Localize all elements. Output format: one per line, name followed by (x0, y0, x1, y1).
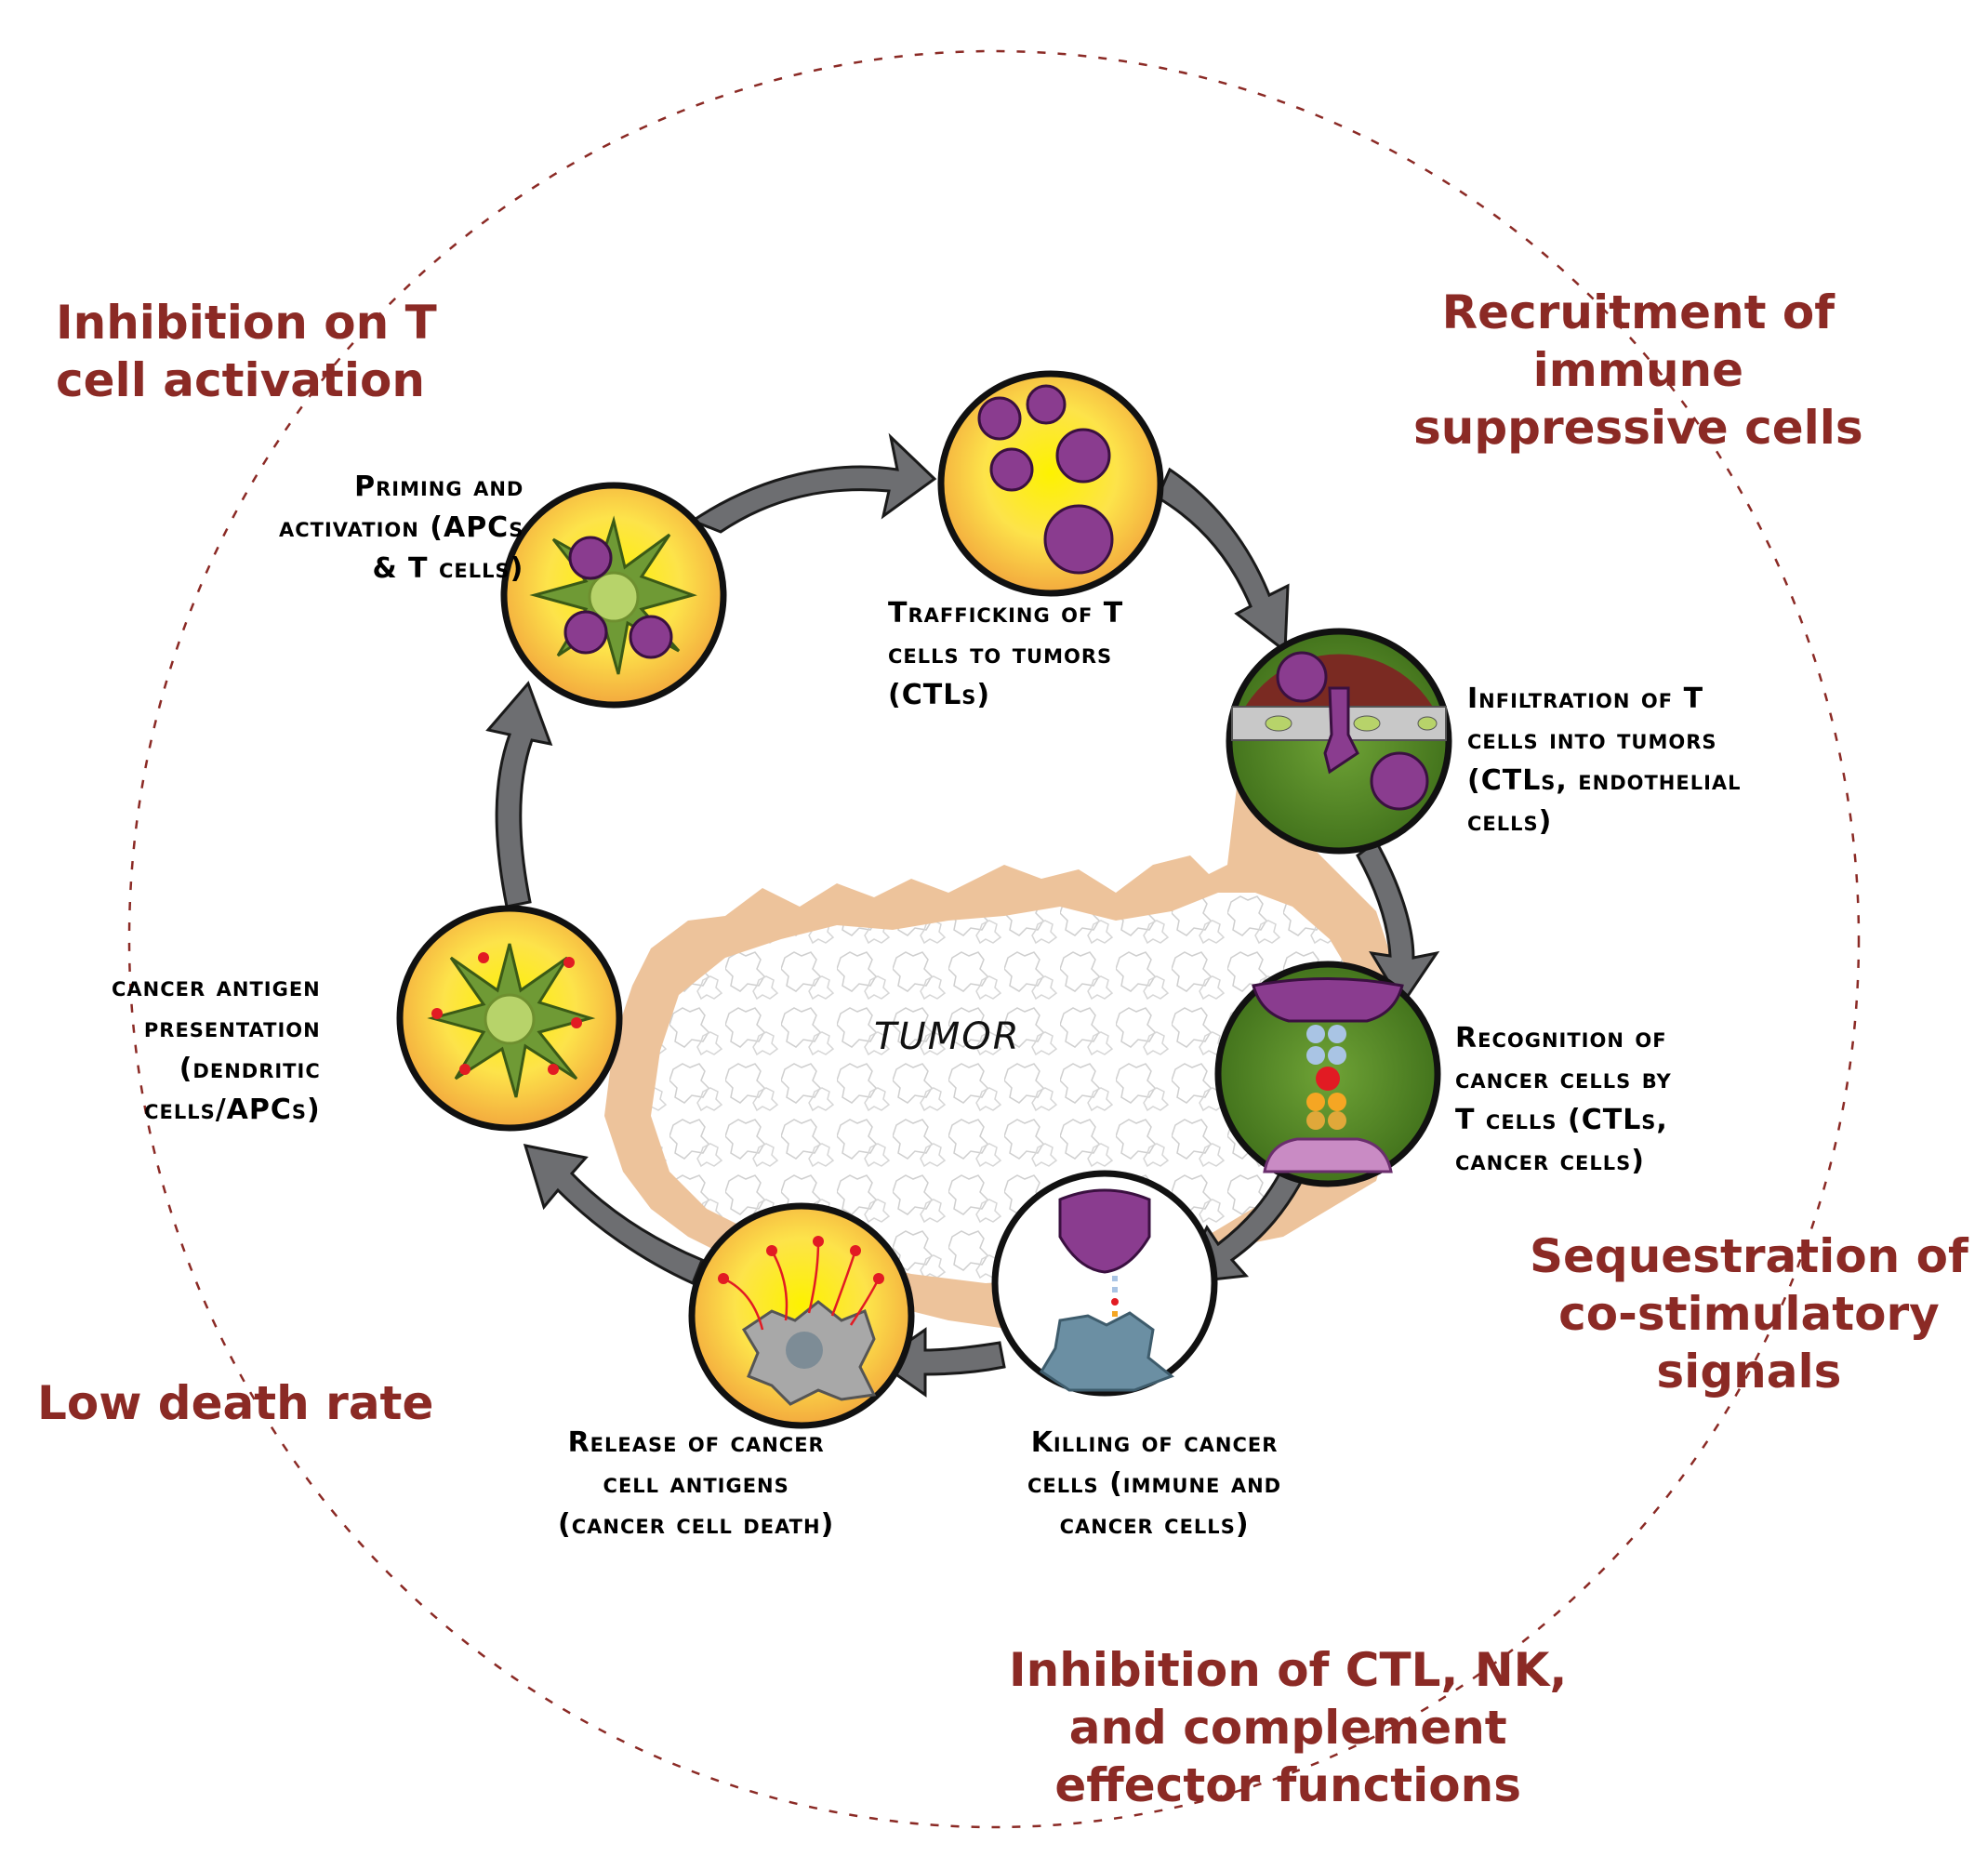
arrow-trafficking-to-infiltration (1156, 467, 1290, 654)
inhibition-t-cell-activation: Inhibition on T cell activation (56, 294, 437, 409)
step-label-line: cells to tumors (888, 638, 1113, 670)
inhibition-line: Sequestration of (1530, 1229, 1968, 1283)
inhibition-co-stimulatory-signals: Sequestration of co-stimulatory signals (1530, 1227, 1968, 1400)
inhibition-immune-suppressive-cells: Recruitment of immune suppressive cells (1413, 284, 1863, 457)
presentation-circle (396, 905, 623, 1132)
step-label-recognition: Recognition of cancer cells by T cells (… (1455, 1018, 1672, 1182)
step-label-line: presentation (143, 1012, 321, 1044)
tumor-mass (604, 772, 1404, 1330)
step-label-line: cells (immune and (1027, 1467, 1282, 1500)
step-label-line: T cells (CTLs, (1455, 1104, 1668, 1136)
killing-circle (991, 1170, 1218, 1397)
step-label-line: cell antigens (603, 1467, 789, 1500)
arrow-priming-to-trafficking (689, 432, 937, 534)
trafficking-circle (937, 370, 1164, 597)
inhibition-line: Low death rate (37, 1376, 434, 1430)
inhibition-line: effector functions (1054, 1758, 1522, 1812)
inhibition-line: cell activation (56, 353, 425, 407)
step-label-release: Release of cancer cell antigens (cancer … (558, 1423, 834, 1545)
outer-dashed-boundary (127, 49, 1861, 1829)
step-label-line: Infiltration of T (1467, 683, 1704, 715)
inhibition-effector-functions: Inhibition of CTL, NK, and complement ef… (1009, 1641, 1567, 1814)
step-label-line: cells) (1467, 805, 1553, 838)
arrow-presentation-to-priming (485, 681, 553, 908)
step-label-line: Killing of cancer (1030, 1426, 1279, 1459)
step-label-line: cancer cells) (1455, 1145, 1645, 1177)
step-label-line: Priming and (354, 471, 524, 503)
inhibition-line: Inhibition of CTL, NK, (1009, 1643, 1568, 1697)
step-label-line: cancer cells) (1059, 1508, 1250, 1541)
step-label-killing: Killing of cancer cells (immune and canc… (1027, 1423, 1281, 1545)
inhibition-line: immune (1532, 343, 1744, 397)
step-label-line: (dendritic (179, 1053, 321, 1085)
step-label-trafficking: Trafficking of T cells to tumors (CTLs) (888, 593, 1123, 716)
step-label-line: Trafficking of T (888, 597, 1124, 630)
step-label-presentation: cancer antigen presentation (dendritic c… (112, 967, 321, 1131)
inhibition-line: Inhibition on T (56, 296, 437, 350)
step-label-line: cells/APCs) (144, 1094, 321, 1126)
step-label-line: Release of cancer (567, 1426, 825, 1459)
tumor-label: TUMOR (874, 1015, 1021, 1058)
recognition-circle (1214, 961, 1441, 1187)
step-label-line: & T cells) (372, 552, 524, 585)
inhibition-line: suppressive cells (1413, 401, 1863, 455)
step-label-line: cancer antigen (112, 971, 321, 1003)
step-label-line: cancer cells by (1455, 1063, 1672, 1095)
step-label-line: activation (APCs (279, 511, 524, 544)
step-label-line: (CTLs) (888, 679, 991, 711)
inhibition-line: and complement (1068, 1701, 1507, 1755)
arrow-release-to-presentation (523, 1144, 704, 1286)
step-label-priming: Priming and activation (APCs & T cells) (279, 467, 524, 590)
priming-activation-circle (500, 482, 727, 709)
step-label-line: Recognition of (1455, 1022, 1667, 1054)
step-label-line: cells into tumors (1467, 723, 1717, 756)
inhibition-low-death-rate: Low death rate (37, 1374, 433, 1432)
inhibition-line: signals (1656, 1345, 1842, 1399)
inhibition-line: co-stimulatory (1558, 1287, 1940, 1341)
step-label-infiltration: Infiltration of T cells into tumors (CTL… (1467, 679, 1742, 842)
inhibition-line: Recruitment of (1441, 285, 1836, 339)
infiltration-circle (1226, 628, 1452, 855)
step-label-line: (cancer cell death) (558, 1508, 835, 1541)
step-label-line: (CTLs, endothelial (1467, 764, 1742, 797)
release-circle (688, 1202, 915, 1429)
